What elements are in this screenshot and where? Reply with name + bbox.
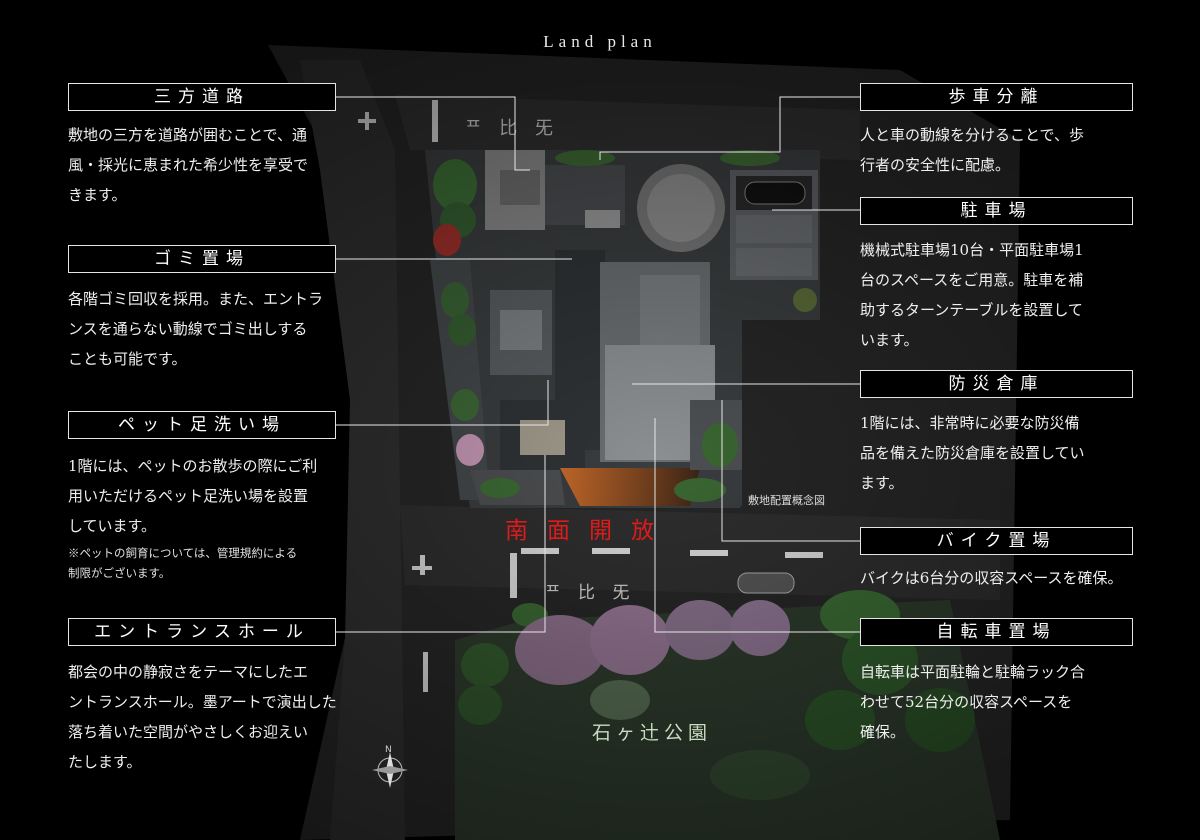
desc-line: 1階には、ペットのお散歩の際にご利 [68,457,318,475]
desc-line: しています。 [68,517,157,535]
desc-line: 確保。 [860,723,906,741]
desc-hosha: 人と車の動線を分けることで、歩 行者の安全性に配慮。 [860,120,1160,180]
desc-line: わせて52台分の収容スペースを [860,693,1073,711]
heading-bicycle: 自転車置場 [860,618,1133,646]
desc-parking: 機械式駐車場10台・平面駐車場1 台のスペースをご用意。駐車を補 助するターンテ… [860,235,1160,355]
desc-line: バイクは6台分の収容スペースを確保。 [860,569,1123,587]
compass-label: N [385,745,392,755]
note-pet: ※ペットの飼育については、管理規約による 制限がございます。 [68,543,358,583]
heading-bike: バイク置場 [860,527,1133,555]
desc-line: 落ち着いた空間がやさしくお迎えい [68,723,309,741]
heading-pet: ペット足洗い場 [68,411,336,439]
desc-line: 機械式駐車場10台・平面駐車場1 [860,241,1084,259]
note-line: 制限がございます。 [68,566,171,580]
desc-line: たします。 [68,753,142,771]
note-line: ※ペットの飼育については、管理規約による [68,546,298,560]
desc-bicycle: 自転車は平面駐輪と駐輪ラック合 わせて52台分の収容スペースを 確保。 [860,657,1160,747]
desc-entrance: 都会の中の静寂さをテーマにしたエ ントランスホール。墨アートで演出した 落ち着い… [68,657,358,777]
heading-entrance: エントランスホール [68,618,336,646]
compass-icon [372,752,408,788]
desc-line: 行者の安全性に配慮。 [860,156,1011,174]
desc-line: 台のスペースをご用意。駐車を補 [860,271,1084,289]
desc-line: ンスを通らない動線でゴミ出しする [68,320,308,338]
south-open-label: 南面開放 [505,518,673,544]
desc-pet: 1階には、ペットのお散歩の際にご利 用いただけるペット足洗い場を設置 しています… [68,451,358,541]
desc-bosai: 1階には、非常時に必要な防災備 品を備えた防災倉庫を設置してい ます。 [860,408,1160,498]
heading-parking: 駐車場 [860,197,1133,225]
desc-line: ことも可能です。 [68,350,187,368]
desc-bike: バイクは6台分の収容スペースを確保。 [860,563,1180,593]
desc-gomi: 各階ゴミ回収を採用。また、エントラ ンスを通らない動線でゴミ出しする ことも可能… [68,284,358,374]
desc-sanpo: 敷地の三方を道路が囲むことで、通 風・採光に恵まれた希少性を享受で きます。 [68,120,358,210]
desc-line: きます。 [68,186,127,204]
heading-bosai: 防災倉庫 [860,370,1133,398]
desc-line: 都会の中の静寂さをテーマにしたエ [68,663,309,681]
heading-gomi: ゴミ置場 [68,245,336,273]
desc-line: 風・採光に恵まれた希少性を享受で [68,156,309,174]
desc-line: 敷地の三方を道路が囲むことで、通 [68,126,307,144]
desc-line: 人と車の動線を分けることで、歩 [860,126,1084,144]
desc-line: 助するターンテーブルを設置して [860,301,1083,319]
page-title: Land plan [543,32,657,51]
desc-line: 自転車は平面駐輪と駐輪ラック合 [860,663,1086,681]
desc-line: います。 [860,331,919,349]
desc-line: 各階ゴミ回収を採用。また、エントラ [68,290,324,308]
desc-line: ントランスホール。墨アートで演出した [68,693,337,711]
desc-line: 用いただけるペット足洗い場を設置 [68,487,309,505]
heading-hosha: 歩車分離 [860,83,1133,111]
desc-line: ます。 [860,474,904,492]
site-caption: 敷地配置概念図 [748,494,825,507]
desc-line: 品を備えた防災倉庫を設置してい [860,444,1085,462]
heading-sanpo: 三方道路 [68,83,336,111]
leader-lines [336,96,860,633]
park-label: 石ヶ辻公園 [592,722,713,744]
desc-line: 1階には、非常時に必要な防災備 [860,414,1080,432]
